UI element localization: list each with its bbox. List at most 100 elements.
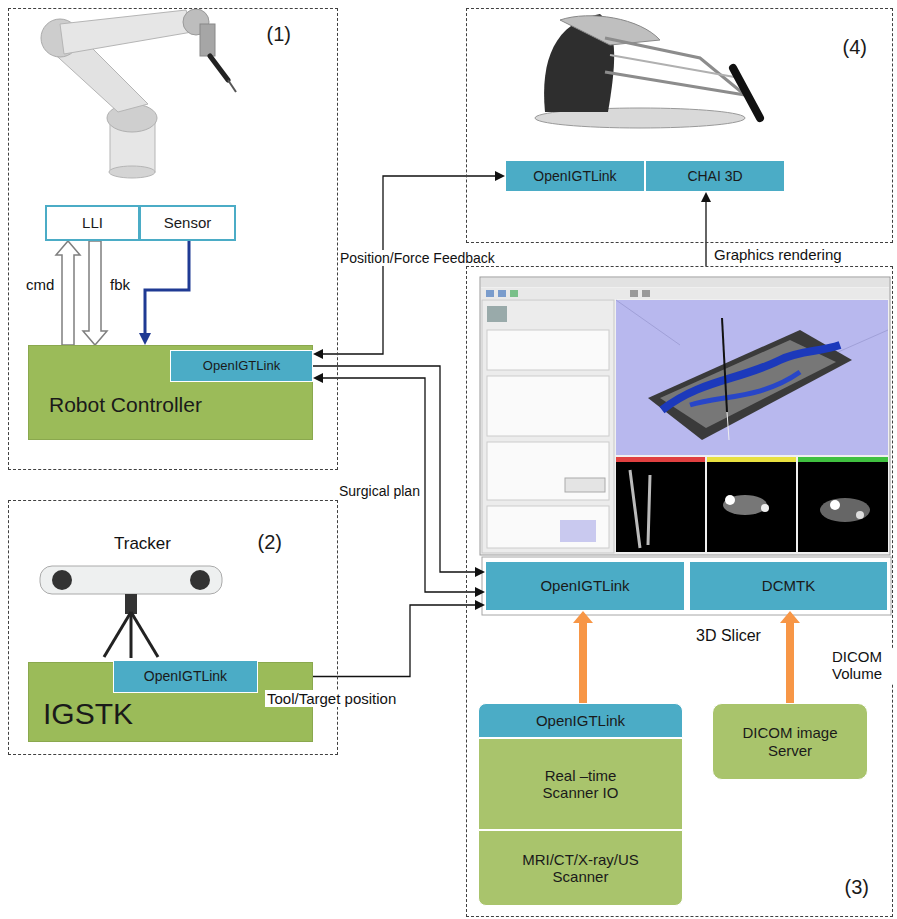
software-screenshot-part: [486, 290, 494, 297]
software-screenshot-part: [820, 498, 870, 522]
box-label: MRI/CT/X-ray/US Scanner: [511, 851, 651, 886]
callout-number: (2): [258, 531, 282, 554]
server-box: DICOM image Server: [712, 703, 868, 780]
process-box: Real –time Scanner IO: [478, 738, 683, 830]
software-screenshot-part: [565, 478, 605, 492]
protocol-box: OpenIGTLink: [113, 660, 258, 693]
connector: [56, 241, 80, 345]
device-box: MRI/CT/X-ray/US Scanner: [478, 830, 683, 906]
software-screenshot-part: [487, 330, 609, 370]
software-screenshot-part: [642, 290, 650, 297]
box-label: OpenIGTLink: [533, 168, 616, 184]
edge-label: Surgical plan: [337, 483, 422, 499]
haptic-device-part: [610, 55, 740, 78]
box-label: CHAI 3D: [687, 168, 742, 184]
interface-box: LLI: [45, 205, 140, 241]
protocol-box: OpenIGTLink: [505, 160, 645, 192]
callout-number: (4): [843, 36, 867, 59]
connector: [139, 241, 189, 345]
label-holder: 3D Slicer: [694, 627, 763, 645]
edge-label: fbk: [108, 276, 132, 293]
software-screenshot-part: [487, 506, 609, 548]
software-screenshot-part: [560, 520, 596, 542]
block-arrow: [83, 241, 107, 345]
box-label: OpenIGTLink: [144, 668, 227, 684]
software-screenshot-part: [630, 290, 638, 297]
software-screenshot-part: [616, 300, 888, 455]
label-holder: Position/Force Feedback: [338, 249, 497, 267]
box-label: OpenIGTLink: [203, 359, 280, 374]
box-label: IGSTK: [43, 697, 133, 732]
haptic-device-part: [605, 38, 745, 95]
caption-label: Tracker: [112, 534, 173, 554]
tracker-camera: [40, 566, 222, 658]
connector-line: [322, 176, 496, 354]
software-screenshot-part: [690, 372, 800, 405]
tracker-camera-part: [40, 566, 222, 594]
software-screenshot-part: [727, 412, 729, 440]
callout-number: (3): [845, 876, 869, 899]
protocol-box: OpenIGTLink: [478, 703, 683, 738]
region-frame: (1) LLI SensorRobot Controller OpenIGTLink: [8, 8, 338, 470]
tracker-camera-part: [131, 612, 158, 657]
software-screenshot-part: [481, 278, 889, 287]
block-arrow: [56, 241, 80, 345]
software-screenshot-part: [761, 504, 769, 512]
controller-box: Robot Controller OpenIGTLink: [28, 345, 313, 440]
box-label: LLI: [82, 214, 103, 231]
box-label: OpenIGTLink: [540, 577, 629, 594]
software-screenshot-part: [510, 290, 518, 297]
software-screenshot-part: [487, 376, 609, 436]
block-arrow: [780, 611, 800, 703]
software-screenshot-part: [498, 290, 506, 297]
connector: [780, 611, 800, 703]
robot-arm-part: [200, 24, 215, 56]
edge-label: Tool/Target position: [265, 690, 398, 707]
arrow-head: [475, 600, 485, 610]
region-frame: (4) OpenIGTLink CHAI 3D: [466, 8, 893, 243]
software-screenshot-part: [707, 457, 796, 462]
protocol-box: OpenIGTLink: [485, 561, 685, 611]
arrow-head: [475, 587, 485, 597]
connector: [573, 611, 593, 703]
connector: [313, 366, 485, 577]
connector: [313, 171, 505, 359]
box-label: Robot Controller: [49, 393, 202, 417]
software-screenshot-part: [482, 300, 614, 553]
box-label: DCMTK: [762, 577, 815, 594]
box-label: OpenIGTLink: [536, 712, 625, 729]
callout-number: (1): [267, 23, 291, 46]
tracker-camera-part: [104, 612, 131, 657]
label-holder: Surgical plan: [337, 482, 422, 500]
haptic-device-part: [733, 68, 760, 118]
region-frame: (2) IGSTK OpenIGTLink: [8, 500, 338, 755]
arrow-head: [475, 567, 485, 577]
edge-label: Graphics rendering: [712, 246, 844, 263]
haptic-device-part: [560, 16, 660, 45]
label-holder: DICOM Volume: [830, 648, 896, 683]
connector: [83, 241, 107, 345]
label-holder: cmd: [24, 276, 56, 294]
tracker-camera-part: [52, 570, 72, 590]
box-label: Sensor: [164, 214, 212, 231]
edge-label: DICOM Volume: [830, 648, 896, 683]
connector: [313, 373, 485, 597]
connector-line: [322, 378, 476, 592]
protocol-box: OpenIGTLink: [170, 350, 313, 382]
label-holder: Tool/Target position: [265, 690, 398, 708]
software-frame: [482, 557, 891, 615]
software-screenshot-part: [798, 462, 888, 552]
library-box: CHAI 3D: [645, 160, 785, 192]
software-screenshot-part: [707, 462, 796, 552]
tracker-camera-part: [125, 594, 137, 614]
software-screenshot-part: [648, 330, 852, 440]
robot-arm: [41, 9, 236, 178]
edge-label: cmd: [24, 276, 56, 293]
tracker-camera-part: [130, 612, 133, 658]
caption-label: 3D Slicer: [694, 627, 763, 645]
box-label: DICOM image Server: [735, 724, 845, 759]
robot-arm-part: [60, 10, 192, 54]
software-screenshot: [480, 277, 890, 555]
